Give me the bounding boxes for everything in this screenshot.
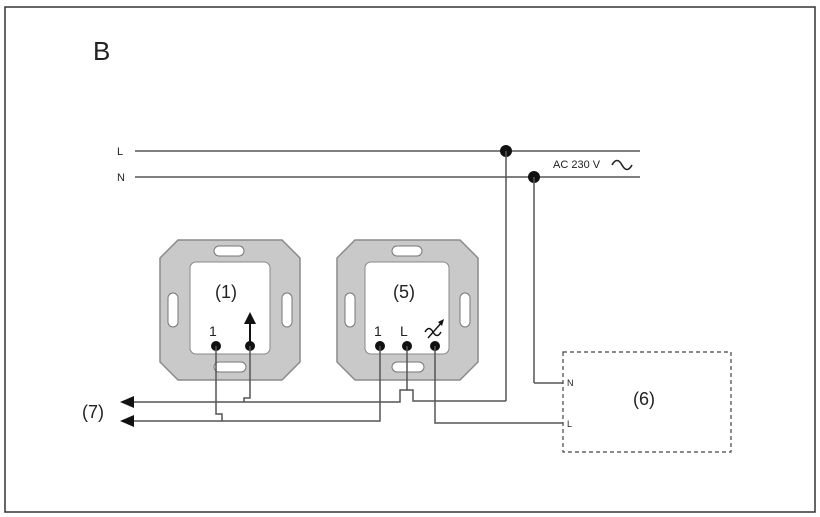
device-1-bottom-slot xyxy=(213,361,247,373)
device-5-left-slot xyxy=(344,292,356,328)
output-arrow-upper-icon xyxy=(120,396,134,408)
device-6-label: (6) xyxy=(633,389,655,409)
device-1-right-slot xyxy=(281,292,293,328)
device-1-insert xyxy=(189,261,271,355)
device-5-right-slot xyxy=(459,292,471,328)
dimmer-symbol-icon xyxy=(424,319,444,339)
supply-label: AC 230 V xyxy=(553,159,601,171)
outputs-label: (7) xyxy=(82,402,104,422)
device-1-up-arrow-icon xyxy=(244,312,256,324)
device-5-insert xyxy=(364,261,450,355)
device-1-top-slot xyxy=(213,245,245,257)
figure-letter: B xyxy=(93,36,110,66)
device-1-terminal-1-label: 1 xyxy=(209,323,217,339)
device-1: (1) 1 xyxy=(159,239,301,381)
device-1-label: (1) xyxy=(215,282,237,302)
device-wiring xyxy=(130,346,563,424)
output-arrow-lower-icon xyxy=(120,415,134,427)
device-6-terminal-n-label: N xyxy=(567,378,574,388)
device-6-box xyxy=(562,351,732,453)
device-5-label: (5) xyxy=(393,282,415,302)
device-1-left-slot xyxy=(167,292,179,328)
ac-wave-icon xyxy=(611,159,633,171)
line-n-label: N xyxy=(117,172,125,184)
device-5: (5) 1 L xyxy=(336,239,479,381)
line-l-label: L xyxy=(117,146,123,158)
device-6-terminal-l-label: L xyxy=(567,419,572,429)
device-5-terminal-1-label: 1 xyxy=(374,323,382,339)
device-5-bottom-slot xyxy=(391,361,425,373)
supply-symbol: ~ xyxy=(0,0,1,1)
device-5-terminal-l-label: L xyxy=(400,323,408,339)
device-5-top-slot xyxy=(391,245,423,257)
